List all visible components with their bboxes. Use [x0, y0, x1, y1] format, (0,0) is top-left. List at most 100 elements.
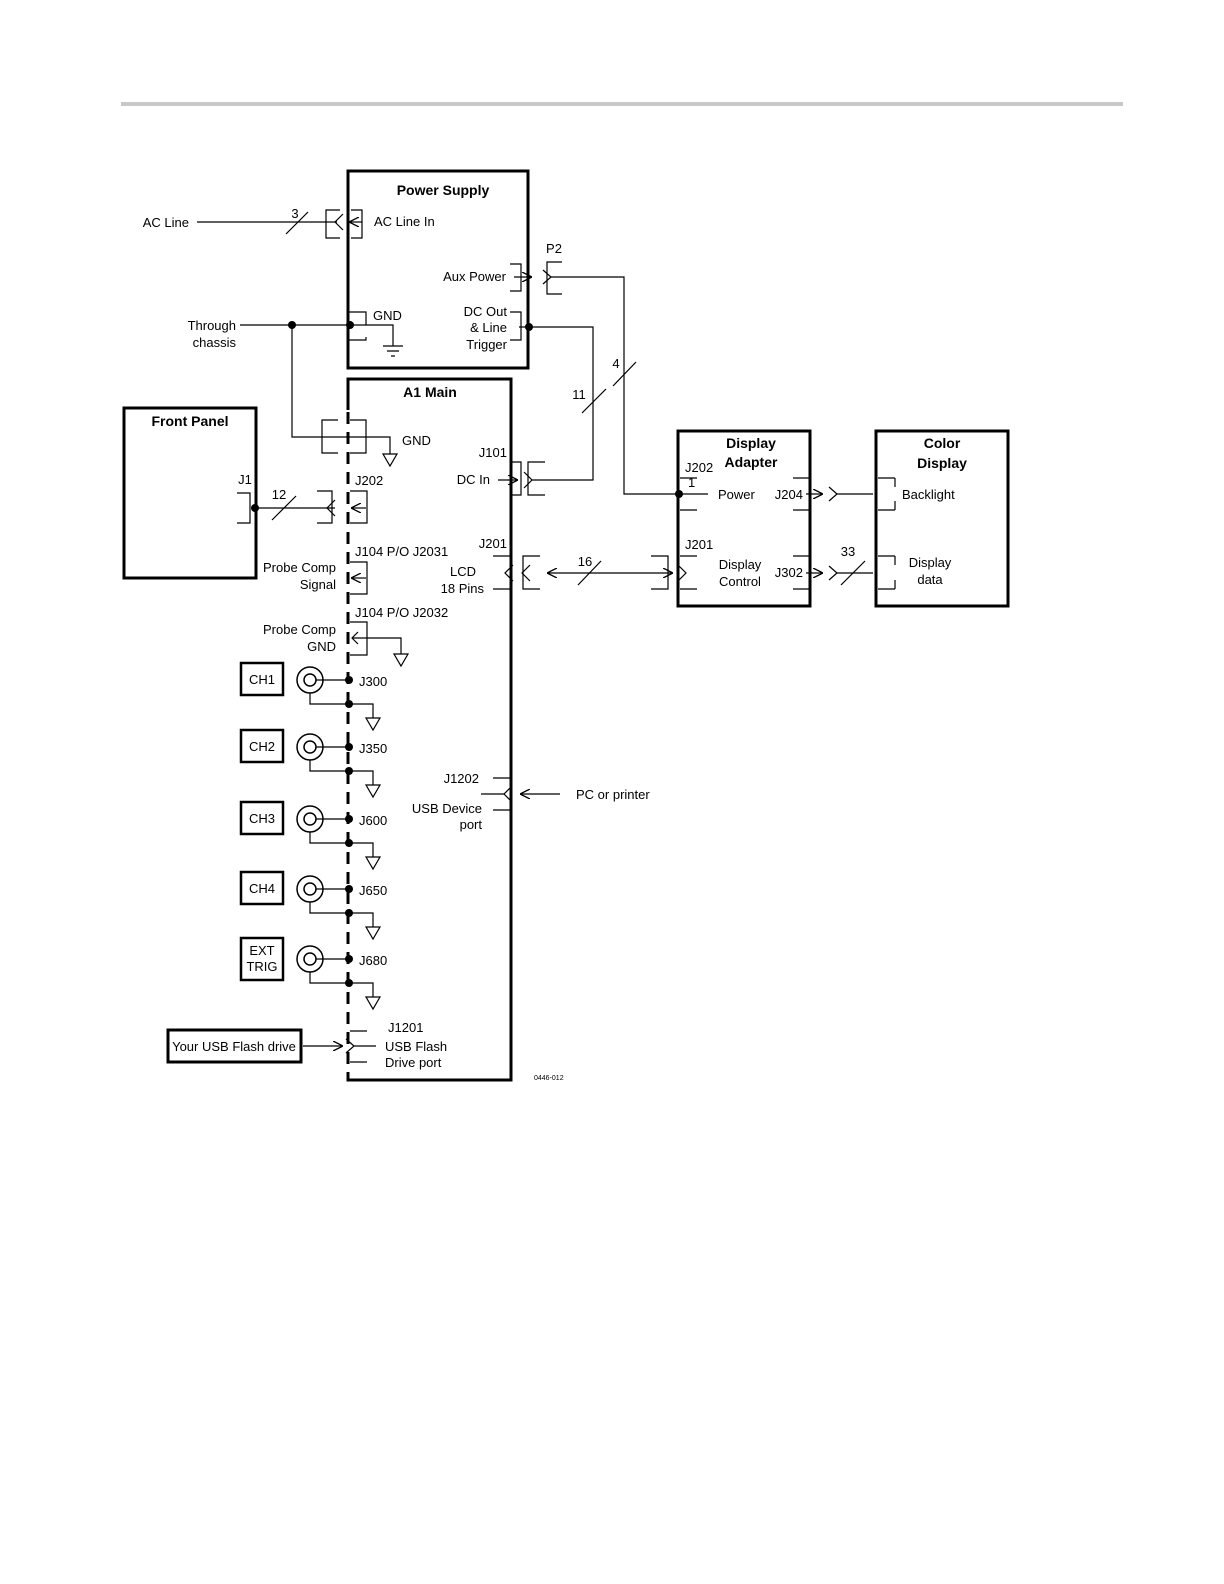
a1-gnd-ground-symbol	[381, 453, 399, 468]
dc-in-label: DC In	[457, 472, 490, 487]
connector-label-ch1: J300	[359, 674, 387, 689]
through-chassis-label-2: chassis	[193, 335, 237, 350]
aux-power-label: Aux Power	[443, 269, 507, 284]
ps-ground-symbol	[350, 324, 403, 357]
da-j302-connector	[793, 555, 810, 590]
color-display-block	[874, 429, 1010, 608]
probe-comp-gnd-ground-symbol	[392, 653, 410, 668]
j202-connector-right	[350, 490, 368, 524]
display-control-label-2: Control	[719, 574, 761, 589]
connector-label-ch2: J350	[359, 741, 387, 756]
input-box-ch4	[239, 870, 285, 906]
lcd-label-1: LCD	[450, 564, 476, 579]
bnc-ground-dot-ext-trig	[345, 979, 353, 987]
bnc-ground-wire-ch1	[309, 693, 374, 718]
a1-gnd-wire	[291, 325, 391, 454]
bnc-ground-wire-ch3	[309, 832, 374, 857]
j201-connector-left	[493, 555, 510, 590]
bnc-ground-dot-ch2	[345, 767, 353, 775]
da-j204-connector	[793, 477, 810, 511]
a1-gnd-label: GND	[402, 433, 431, 448]
power-supply-block	[346, 169, 530, 370]
cd-data-connector	[878, 555, 896, 590]
bnc-inner-ch4	[303, 882, 317, 896]
bnc-ground-wire-ch4	[309, 902, 374, 927]
bnc-ground-symbol-ch3	[364, 856, 382, 871]
front-panel-j1-connector	[237, 492, 251, 524]
da-j302-label: J302	[775, 565, 803, 580]
dc-out-label-3: Trigger	[466, 337, 507, 352]
da-j201-chevron	[677, 564, 687, 582]
bus-12-count: 12	[272, 487, 286, 502]
figure-code: 0446-012	[534, 1075, 564, 1082]
input-label-ext-trig: TRIG	[246, 959, 277, 974]
da-j201-label: J201	[685, 537, 713, 552]
j104-2031-label: J104 P/O J2031	[355, 544, 448, 559]
bus-33-count: 33	[841, 544, 855, 559]
power-supply-title: Power Supply	[397, 182, 490, 198]
ps-gnd-connector	[349, 311, 367, 341]
da-j202-connector	[680, 477, 697, 511]
bnc-ground-symbol-ch1	[364, 717, 382, 732]
display-adapter-block	[676, 429, 812, 608]
dc-out-label-2: & Line	[470, 320, 507, 335]
input-box-ext-trig	[239, 936, 285, 982]
bnc-ground-dot-ch3	[345, 839, 353, 847]
probe-comp-gnd-label-2: GND	[307, 639, 336, 654]
usb-flash-port-label-1: USB Flash	[385, 1039, 447, 1054]
display-control-label-1: Display	[719, 557, 762, 572]
bnc-ground-wire-ext-trig	[309, 972, 374, 997]
a1-main-block-top-right	[346, 377, 513, 1082]
bnc-signal-dot-ch4	[345, 885, 353, 893]
connector-label-ch3: J600	[359, 813, 387, 828]
cd-display-data-label-1: Display	[909, 555, 952, 570]
j202-connector-left	[317, 490, 333, 524]
dc-out-wire	[519, 326, 594, 481]
j1202-label: J1202	[444, 771, 479, 786]
connector-label-ch4: J650	[359, 883, 387, 898]
backlight-chevron	[828, 486, 838, 502]
display-data-chevron	[828, 565, 838, 581]
usb-flash-drive-box	[166, 1028, 303, 1064]
pc-printer-label: PC or printer	[576, 787, 650, 802]
display-adapter-title-2: Adapter	[725, 454, 778, 470]
probe-comp-gnd-arrowhead	[351, 631, 359, 645]
j201-chevron	[504, 564, 514, 582]
input-box-ch2	[239, 728, 285, 764]
probe-comp-signal-label-2: Signal	[300, 577, 336, 592]
ac-line-bus-slash	[285, 211, 309, 235]
ac-line-chevron	[334, 213, 344, 231]
input-label-ch4: CH4	[249, 881, 275, 896]
ac-line-bus-count: 3	[291, 206, 298, 221]
j202-chevron	[326, 499, 336, 517]
bus-12-slash	[271, 495, 297, 521]
da-pin1-label: 1	[688, 475, 695, 490]
bus-16-slash	[577, 560, 602, 586]
a1-main-title: A1 Main	[403, 384, 457, 400]
bnc-inner-ch1	[303, 673, 317, 687]
color-display-title-1: Color	[924, 435, 961, 451]
j202-label: J202	[355, 473, 383, 488]
bnc-inner-ch2	[303, 740, 317, 754]
aux-power-wire	[551, 276, 679, 495]
bnc-ground-symbol-ext-trig	[364, 996, 382, 1011]
bnc-inner-ch3	[303, 812, 317, 826]
bnc-ground-symbol-ch4	[364, 926, 382, 941]
dc-out-label-1: DC Out	[464, 304, 508, 319]
input-label-ext-trig: EXT	[249, 943, 274, 958]
j1201-label: J1201	[388, 1020, 423, 1035]
probe-comp-gnd-label-1: Probe Comp	[263, 622, 336, 637]
probe-comp-signal-label-1: Probe Comp	[263, 560, 336, 575]
through-chassis-label-1: Through	[188, 318, 236, 333]
cd-backlight-label: Backlight	[902, 487, 955, 502]
input-label-ch3: CH3	[249, 811, 275, 826]
j104-2032-label: J104 P/O J2032	[355, 605, 448, 620]
bus-33-slash	[840, 560, 866, 586]
da-j202-label: J202	[685, 460, 713, 475]
j201-label: J201	[479, 536, 507, 551]
cd-backlight-connector	[878, 477, 895, 511]
ac-line-connector-right	[351, 209, 363, 239]
p2-label: P2	[546, 241, 562, 256]
usb-flash-port-label-2: Drive port	[385, 1055, 442, 1070]
